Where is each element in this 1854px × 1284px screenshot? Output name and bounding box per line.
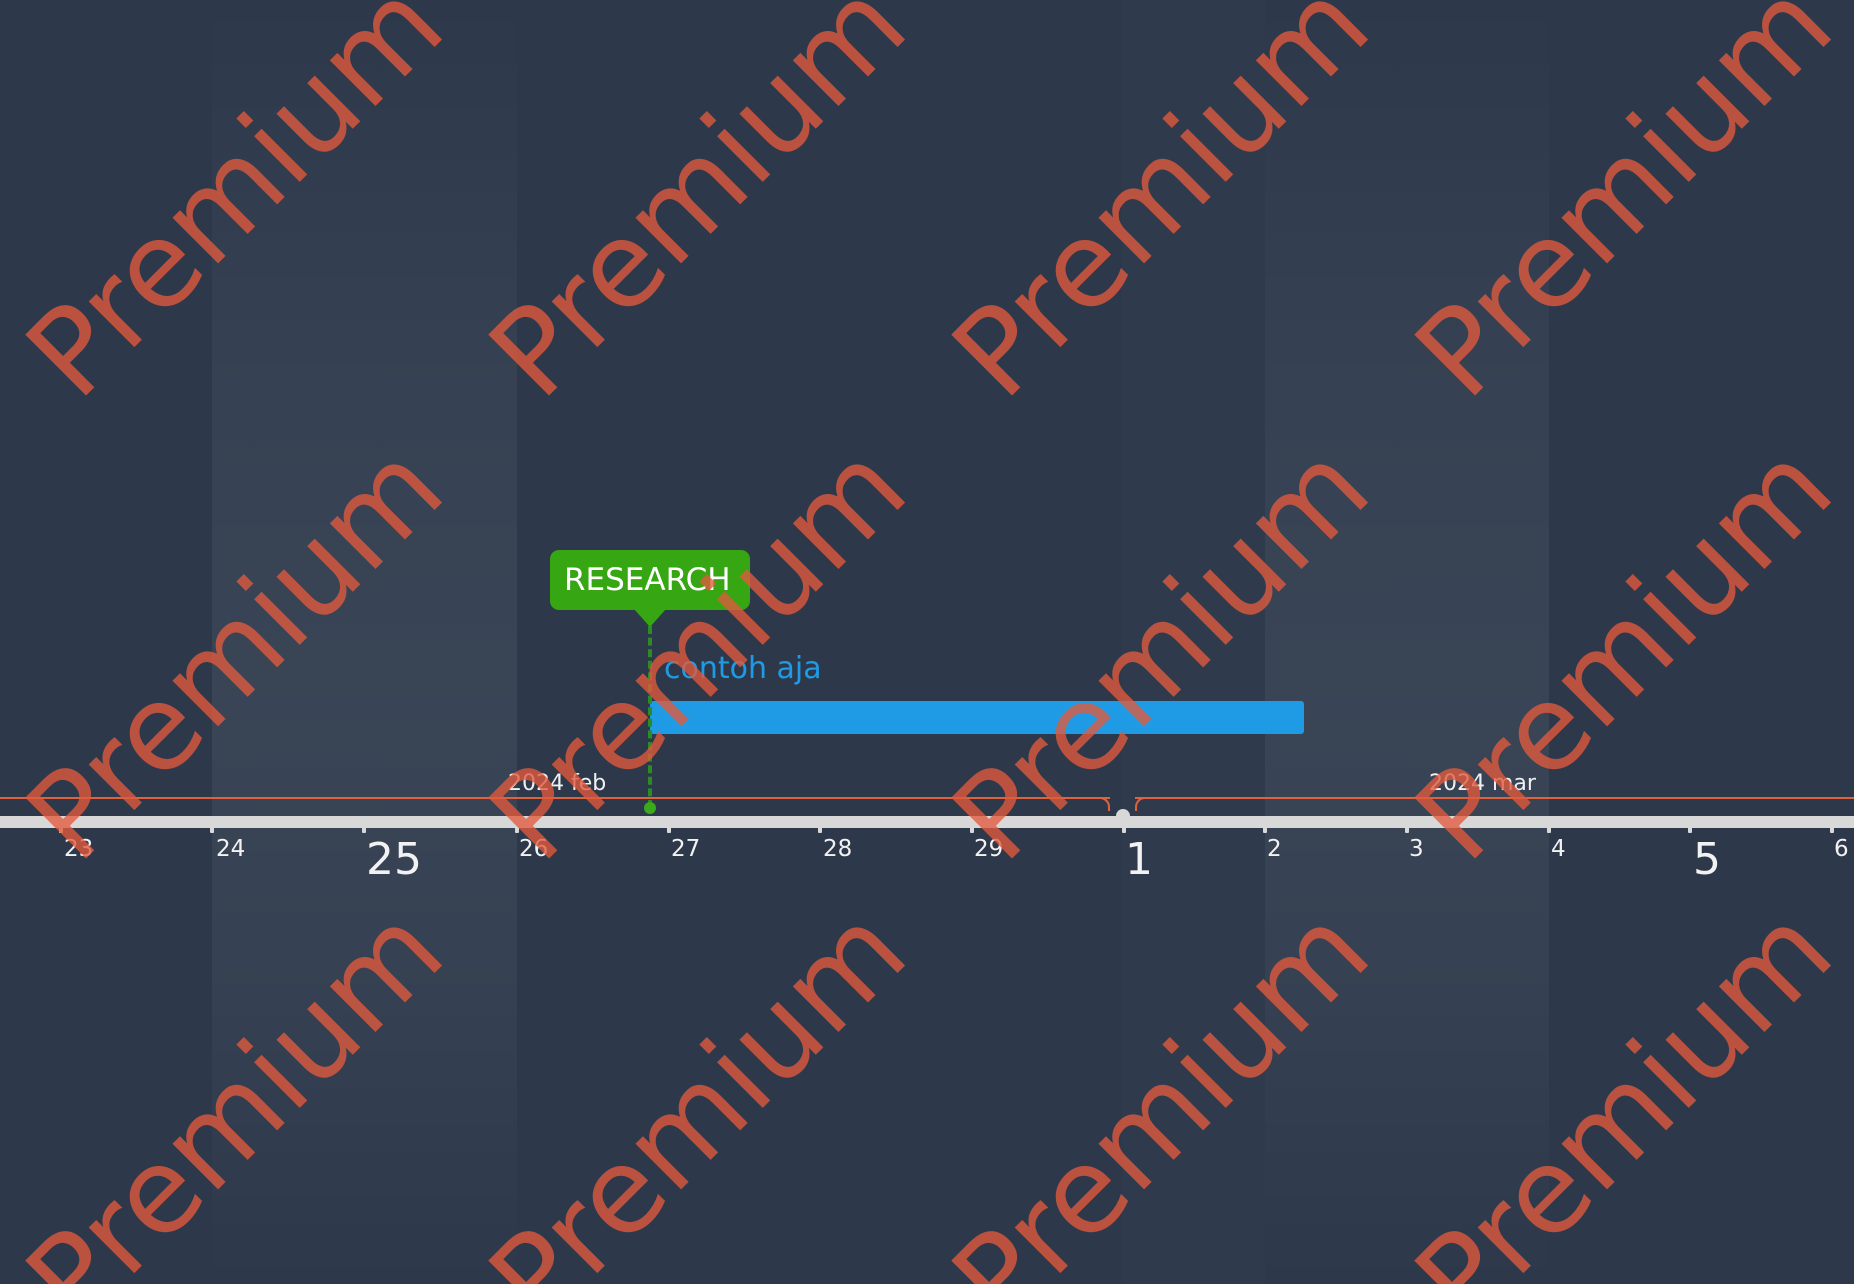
month-label-mar: 2024 mar <box>1429 771 1536 796</box>
day-tick <box>1122 827 1126 833</box>
day-tick <box>970 827 974 833</box>
day-label: 1 <box>1125 834 1153 885</box>
watermark-text: Premium <box>463 880 932 1284</box>
month-band <box>1122 0 1265 1284</box>
weekend-band <box>1265 0 1549 1284</box>
timeline-axis[interactable] <box>0 816 1854 828</box>
milestone-callout[interactable]: RESEARCH <box>550 550 750 610</box>
day-label: 25 <box>366 834 422 885</box>
day-tick <box>1547 827 1551 833</box>
month-bracket-feb <box>0 797 1110 811</box>
watermark-text: Premium <box>463 0 932 424</box>
day-tick <box>667 827 671 833</box>
milestone-line <box>648 626 652 808</box>
day-label: 27 <box>671 836 701 862</box>
day-tick <box>1688 827 1692 833</box>
day-tick <box>210 827 214 833</box>
day-tick <box>1830 827 1834 833</box>
day-tick <box>1405 827 1409 833</box>
month-bracket-mar <box>1135 797 1854 811</box>
month-label-feb: 2024 feb <box>508 771 607 796</box>
task-bar[interactable] <box>650 701 1304 734</box>
milestone-pointer <box>634 609 666 627</box>
weekend-band <box>212 0 517 1284</box>
day-label: 5 <box>1693 834 1721 885</box>
day-label: 3 <box>1409 836 1424 862</box>
day-tick <box>59 827 63 833</box>
day-label: 6 <box>1834 836 1849 862</box>
task-label[interactable]: contoh aja <box>664 651 822 686</box>
month-boundary-dot <box>1116 809 1130 823</box>
day-label: 2 <box>1267 836 1282 862</box>
day-label: 23 <box>64 836 94 862</box>
day-tick <box>818 827 822 833</box>
day-label: 28 <box>823 836 853 862</box>
day-label: 29 <box>974 836 1004 862</box>
day-tick <box>515 827 519 833</box>
day-tick <box>1263 827 1267 833</box>
day-tick <box>362 827 366 833</box>
day-label: 4 <box>1551 836 1566 862</box>
day-label: 26 <box>519 836 549 862</box>
milestone-dot[interactable] <box>644 802 656 814</box>
day-label: 24 <box>216 836 246 862</box>
